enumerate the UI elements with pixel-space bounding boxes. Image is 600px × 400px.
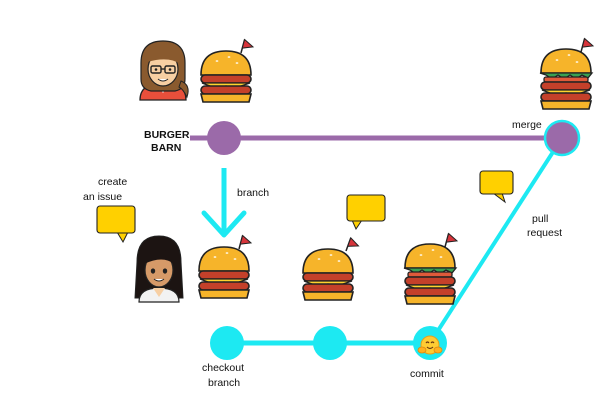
pull-request-label-line1: pull: [532, 213, 548, 225]
avatar-developer-glasses: [139, 40, 189, 101]
feature-node-checkout[interactable]: [210, 326, 244, 360]
hug-emoji-icon: [417, 335, 443, 355]
repo-label-line1: BURGER: [144, 129, 190, 141]
burger-icon-merged: [539, 37, 596, 110]
repo-label-line2: BARN: [151, 142, 181, 154]
merge-label: merge: [512, 119, 542, 131]
speech-bubble-icon-pull: [479, 170, 514, 204]
burger-icon-branch: [198, 234, 254, 299]
branch-arrow-icon: [201, 168, 247, 238]
create-issue-label-line1: create: [98, 176, 127, 188]
create-issue-label-line2: an issue: [83, 191, 122, 203]
checkout-branch-label-line2: branch: [208, 377, 240, 389]
feature-node-middle[interactable]: [313, 326, 347, 360]
burger-icon-deluxe: [403, 232, 460, 305]
burger-icon-wip: [302, 237, 361, 301]
speech-bubble-icon-comment: [346, 194, 386, 231]
avatar-developer: [134, 235, 184, 303]
pull-request-line: [428, 136, 564, 345]
speech-bubble-icon-issue: [96, 205, 136, 244]
main-node-start[interactable]: [207, 121, 241, 155]
checkout-branch-label-line1: checkout: [202, 362, 244, 374]
pull-request-label-line2: request: [527, 227, 562, 239]
burger-icon-main: [200, 38, 256, 103]
main-node-merge[interactable]: [543, 119, 581, 157]
commit-label: commit: [410, 368, 444, 380]
branch-label: branch: [237, 187, 269, 199]
